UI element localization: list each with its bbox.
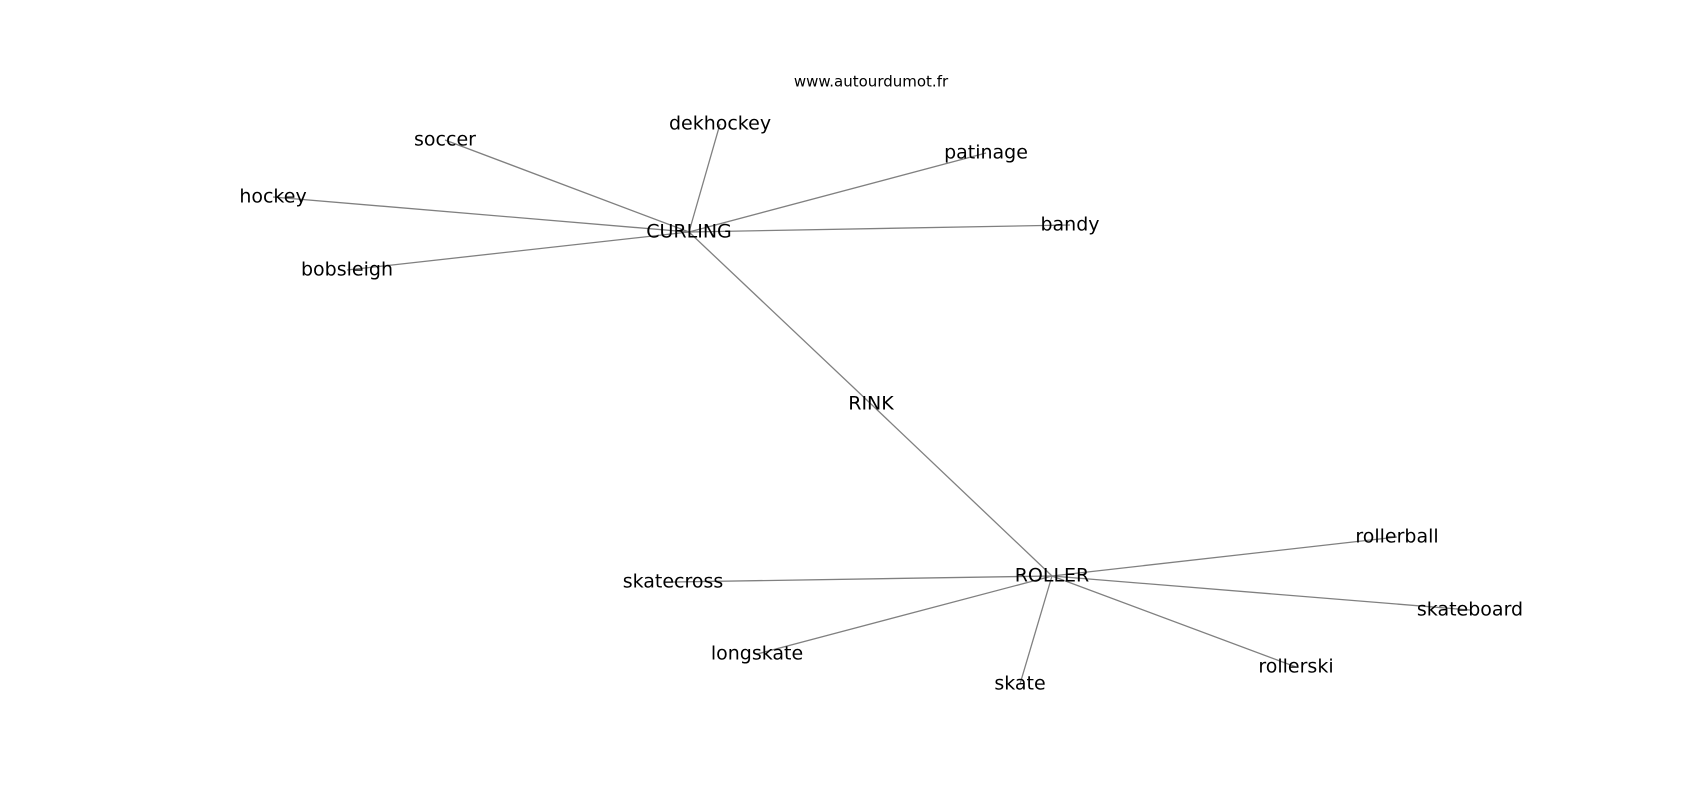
node-curling[interactable]: CURLING [646,221,732,243]
edge-roller-rollerball [1051,536,1398,577]
node-patinage[interactable]: patinage [944,142,1028,164]
edge-roller-skatecross [672,575,1053,583]
edge-roller-rollerski [1051,575,1297,668]
edge-roller-skate [1019,575,1053,685]
graph-labels: RINK CURLING ROLLER soccer dekhockey patinage… [239,113,1523,695]
edge-roller-skateboard [1051,575,1471,611]
node-soccer[interactable]: soccer [414,129,476,151]
node-skateboard[interactable]: skateboard [1417,599,1523,621]
edge-rink-curling [688,231,872,405]
node-rollerball[interactable]: rollerball [1355,526,1438,548]
graph-edges [272,123,1471,685]
node-roller[interactable]: ROLLER [1015,565,1090,587]
node-longskate[interactable]: longskate [711,643,803,665]
node-skate[interactable]: skate [994,673,1045,695]
edge-rink-roller [870,403,1053,577]
node-bobsleigh[interactable]: bobsleigh [301,259,393,281]
node-bandy[interactable]: bandy [1040,214,1099,236]
edge-curling-bandy [688,224,1071,233]
node-dekhockey[interactable]: dekhockey [669,113,771,135]
edge-curling-bobsleigh [346,231,690,271]
edge-curling-soccer [444,139,690,233]
edge-curling-patinage [688,152,987,233]
edge-curling-hockey [272,196,690,233]
edge-roller-longskate [756,575,1053,655]
node-rink[interactable]: RINK [848,393,894,415]
node-hockey[interactable]: hockey [239,186,306,208]
node-rollerski[interactable]: rollerski [1258,656,1333,678]
node-skatecross[interactable]: skatecross [623,571,724,593]
watermark-text: www.autourdumot.fr [794,73,949,91]
edge-curling-dekhockey [688,123,721,233]
